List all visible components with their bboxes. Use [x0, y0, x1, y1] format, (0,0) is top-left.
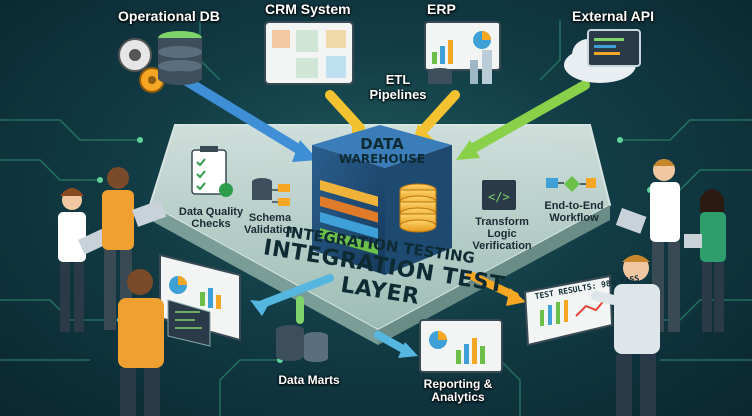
erp-label: ERP: [427, 1, 456, 17]
external-api-label: External API: [572, 8, 654, 24]
source-arrows: [180, 75, 590, 155]
operational-db-icon: [118, 31, 202, 93]
transform-logic-label: Transform Logic Verification: [472, 216, 532, 252]
data-warehouse-label: DATA WAREHOUSE: [322, 136, 442, 166]
engineer-figure-laptop: [118, 269, 211, 416]
operational-db-label: Operational DB: [118, 8, 220, 24]
svg-text:</>: </>: [488, 190, 510, 204]
erp-icon: [424, 21, 501, 84]
data-warehouse-line1: DATA: [360, 135, 404, 153]
data-marts-label: Data Marts: [278, 373, 340, 387]
schema-validation-label: Schema Validation: [244, 212, 296, 236]
end-to-end-workflow-label: End-to-End Workflow: [544, 200, 604, 224]
data-marts-icon: [276, 325, 328, 362]
crm-system-label: CRM System: [265, 1, 351, 17]
reporting-analytics-label: Reporting & Analytics: [423, 377, 493, 404]
crm-icon: [264, 21, 354, 85]
data-warehouse-cube: [312, 125, 452, 275]
engineer-figure-left-woman: [58, 188, 109, 332]
external-api-icon: [564, 29, 641, 83]
code-icon: </>: [482, 180, 516, 210]
etl-pipelines-label: ETL Pipelines: [369, 72, 427, 102]
engineer-figure-right-woman: [684, 189, 726, 332]
reporting-dashboard-icon: [419, 319, 503, 373]
test-results-screen: [523, 274, 614, 347]
data-quality-checklist-icon: [191, 146, 233, 197]
output-arrows: [256, 271, 519, 354]
schema-validation-icon: [252, 178, 290, 206]
workflow-icon: [546, 176, 596, 192]
data-quality-checks-label: Data Quality Checks: [178, 206, 244, 230]
data-warehouse-line2: WAREHOUSE: [338, 152, 426, 166]
engineer-figure-presenter: [591, 255, 660, 416]
